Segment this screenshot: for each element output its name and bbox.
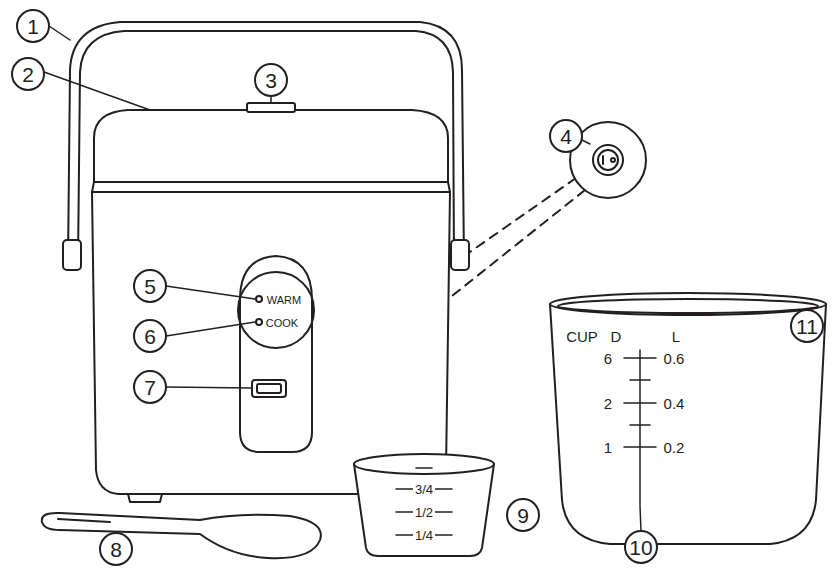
cup-mark: 1/2 bbox=[413, 506, 435, 519]
inner-pot bbox=[550, 304, 826, 544]
callout-number: 8 bbox=[110, 539, 122, 560]
body bbox=[92, 182, 450, 494]
pot-tick bbox=[624, 357, 656, 359]
control-panel bbox=[240, 256, 312, 452]
cup-mark: 1/4 bbox=[413, 529, 435, 542]
callout-number: 1 bbox=[27, 16, 39, 37]
scale-value: 2 bbox=[604, 396, 612, 411]
callout-number: 6 bbox=[144, 326, 156, 347]
cook-switch-inner bbox=[257, 384, 281, 393]
cook-switch bbox=[252, 380, 286, 397]
scale-value: 1 bbox=[604, 440, 612, 455]
cup-rim bbox=[354, 454, 494, 474]
leader-lines bbox=[44, 26, 641, 531]
callout-number: 2 bbox=[22, 64, 34, 85]
zoom-line bbox=[470, 178, 576, 252]
handle-hinge bbox=[451, 240, 469, 270]
scale-heading: L bbox=[672, 329, 680, 344]
lid bbox=[94, 110, 448, 182]
power-socket-inner bbox=[598, 150, 618, 170]
scale-value: 0.2 bbox=[664, 440, 685, 455]
cook-light bbox=[256, 319, 262, 325]
callout-number: 10 bbox=[629, 537, 652, 558]
pot-rim bbox=[550, 293, 826, 315]
zoom-line bbox=[452, 190, 585, 296]
pot-tick bbox=[624, 402, 656, 404]
cup-mark: 3/4 bbox=[413, 483, 435, 496]
scale-heading: CUP bbox=[566, 329, 598, 344]
callout-number: 7 bbox=[144, 377, 156, 398]
callout-circles bbox=[12, 10, 823, 565]
indicator-label: WARM bbox=[267, 295, 301, 306]
handle-hinge bbox=[63, 240, 81, 270]
callout-number: 3 bbox=[265, 70, 277, 91]
steam-vent bbox=[247, 103, 295, 112]
measuring-cup bbox=[354, 464, 494, 556]
pot-tick bbox=[624, 446, 656, 448]
callout-number: 11 bbox=[796, 316, 818, 337]
rice-paddle bbox=[42, 513, 321, 558]
pot-tick bbox=[630, 424, 650, 426]
callout-number: 4 bbox=[560, 126, 572, 147]
lid-seam bbox=[92, 191, 450, 193]
scale-heading: D bbox=[611, 329, 622, 344]
callout-number: 5 bbox=[144, 276, 156, 297]
scale-value: 6 bbox=[604, 351, 612, 366]
indicator-window bbox=[238, 272, 314, 348]
paddle-slot bbox=[58, 519, 110, 522]
indicator-label: COOK bbox=[266, 318, 298, 329]
pot-tick bbox=[630, 379, 650, 381]
socket-pin bbox=[602, 156, 604, 164]
callout-number: 9 bbox=[517, 505, 529, 526]
cup-full-mark bbox=[416, 467, 432, 469]
pot-scale bbox=[639, 350, 641, 505]
socket-pin bbox=[611, 158, 615, 162]
warm-light bbox=[256, 296, 262, 302]
scale-value: 0.6 bbox=[664, 351, 685, 366]
pot-rim-inner bbox=[558, 299, 818, 313]
scale-value: 0.4 bbox=[664, 396, 685, 411]
power-socket bbox=[593, 145, 623, 175]
